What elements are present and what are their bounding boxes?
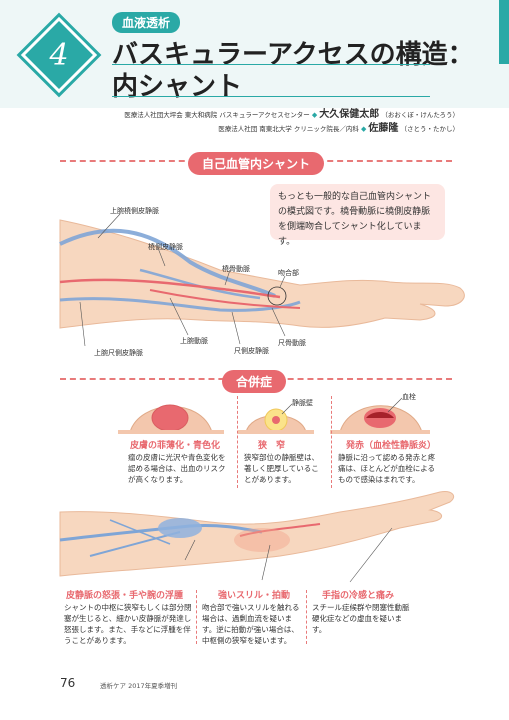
label-radial-artery: 橈骨動脈 — [222, 265, 250, 273]
author-name: 大久保健太郎 — [319, 109, 380, 120]
complication-text-cold-fingers: スチール症候群や閉塞性動脈硬化症などの虚血を疑います。 — [312, 603, 410, 634]
description-note: もっとも一般的な自己血管内シャントの模式図です。橈骨動脈に橈側皮静脈を側端吻合し… — [270, 184, 445, 247]
author-name: 佐藤隆 — [368, 123, 399, 134]
label-anastomosis: 吻合部 — [278, 269, 299, 277]
section-heading-complications: 合併症 — [222, 370, 287, 393]
anastomosis-circle — [267, 286, 287, 306]
complication-text-vein-swelling: シャントの中枢に狭窄もしくは部分閉塞が生じると、細かい皮静脈が発達し怒張します。… — [64, 603, 192, 645]
complication-title-cold-fingers: 手指の冷感と痛み — [322, 591, 395, 601]
complication-title-vein-swelling: 皮静脈の怒張・手や腕の浮腫 — [66, 591, 184, 601]
cephalic-vein — [59, 228, 276, 298]
author-1: 医療法人社団大坪会 東大和病院 バスキュラーアクセスセンター ◆ 大久保健太郎 … — [124, 108, 459, 122]
label-basilic: 尺側皮静脈 — [234, 347, 269, 355]
lower-arm-shape — [59, 491, 455, 577]
radial-artery — [59, 278, 281, 299]
title-underline-1 — [112, 64, 430, 65]
title-underline-2 — [112, 96, 430, 97]
complication-text-redness: 静脈に沿って認める発赤と疼痛は、ほとんどが血栓によるもので感染はまれです。 — [338, 453, 436, 484]
complication-text-stenosis: 狭窄部位の静脈壁は、著しく肥厚していることがあります。 — [244, 453, 319, 484]
page-title-line1: バスキュラーアクセスの構造： — [112, 40, 474, 70]
chapter-number: 4 — [49, 37, 69, 73]
column-divider — [331, 396, 332, 488]
category-tag: 血液透析 — [112, 12, 181, 33]
column-divider — [196, 590, 197, 644]
complication-title-thrill: 強いスリル・拍動 — [218, 591, 291, 601]
label-ulnar-artery: 尺骨動脈 — [278, 339, 306, 347]
page-number: 76 — [60, 676, 76, 690]
redness-area — [234, 528, 290, 552]
column-divider — [306, 590, 307, 644]
arm-shape — [59, 219, 465, 329]
ulnar-artery — [149, 289, 301, 309]
section-heading-shunt: 自己血管内シャント — [188, 152, 325, 175]
publication-source: 透析ケア 2017年夏季増刊 — [100, 682, 178, 690]
complication-title-skin: 皮膚の菲薄化・青色化 — [130, 441, 221, 451]
diamond-bullet-icon: ◆ — [311, 111, 318, 119]
author-reading: （さとう・たかし） — [400, 125, 460, 133]
chapter-badge: 4 — [16, 12, 102, 98]
side-tab — [499, 0, 509, 64]
page-title-line2: 内シャント — [112, 72, 243, 102]
label-thrombus: 血栓 — [402, 393, 416, 401]
author-2: 医療法人社団 南東北大学 クリニック院長／内科 ◆ 佐藤隆 （さとう・たかし） — [124, 122, 459, 136]
author-block: 医療法人社団大坪会 東大和病院 バスキュラーアクセスセンター ◆ 大久保健太郎 … — [124, 108, 459, 136]
complication-text-skin: 瘤の皮膚に光沢や青色変化を認める場合は、出血のリスクが高くなります。 — [128, 453, 226, 484]
complication-title-stenosis: 狭 窄 — [258, 441, 286, 451]
aneurysm — [158, 518, 202, 538]
author-affiliation: 医療法人社団 南東北大学 クリニック院長／内科 — [218, 125, 359, 133]
author-affiliation: 医療法人社団大坪会 東大和病院 バスキュラーアクセスセンター — [124, 111, 310, 119]
complication-text-thrill: 吻合部で強いスリルを触れる場合は、過剰血流を疑います。逆に拍動が強い場合は、中枢… — [202, 603, 300, 645]
label-vein-wall: 静脈壁 — [292, 399, 313, 407]
diamond-bullet-icon: ◆ — [360, 125, 367, 133]
author-reading: （おおくぼ・けんたろう） — [381, 111, 459, 119]
complication-title-redness: 発赤（血栓性静脈炎） — [346, 441, 437, 451]
label-upper-basilic: 上腕尺側皮静脈 — [94, 349, 143, 357]
label-cephalic: 橈側皮静脈 — [148, 243, 183, 251]
label-brachial-artery: 上腕動脈 — [180, 337, 208, 345]
column-divider — [237, 396, 238, 488]
label-upper-cephalic: 上腕橈側皮静脈 — [110, 207, 159, 215]
